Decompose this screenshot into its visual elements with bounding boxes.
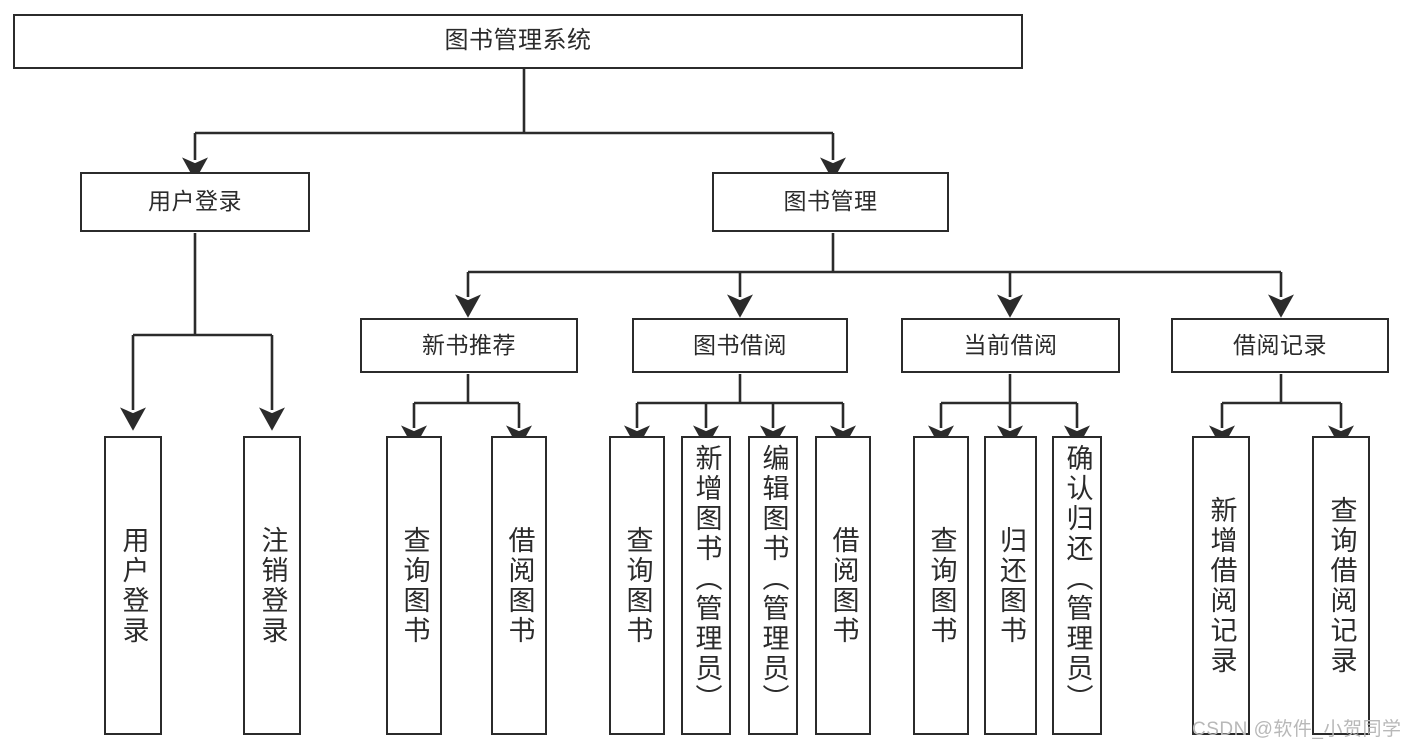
node-root-label: 图书管理系统 xyxy=(444,27,592,55)
leaf-borrow-query-book[interactable]: 查询图书 xyxy=(609,436,665,735)
node-user-login-label: 用户登录 xyxy=(148,188,242,215)
node-current-borrow-label: 当前借阅 xyxy=(963,331,1058,358)
leaf-new-book-borrow-label: 借阅图书 xyxy=(504,525,535,646)
leaf-record-query-label: 查询借阅记录 xyxy=(1326,495,1357,676)
leaf-user-login-logout[interactable]: 注销登录 xyxy=(243,436,301,735)
node-current-borrow[interactable]: 当前借阅 xyxy=(901,318,1120,373)
leaf-borrow-add-book-label: 新增图书（管理员） xyxy=(691,444,722,714)
node-book-borrow[interactable]: 图书借阅 xyxy=(632,318,848,373)
leaf-borrow-borrow-book[interactable]: 借阅图书 xyxy=(815,436,871,735)
leaf-borrow-edit-book-label: 编辑图书（管理员） xyxy=(758,444,789,714)
node-new-book-recommend-label: 新书推荐 xyxy=(422,331,516,358)
node-user-login[interactable]: 用户登录 xyxy=(80,172,310,232)
leaf-borrow-add-book[interactable]: 新增图书（管理员） xyxy=(681,436,731,735)
leaf-current-query-book-label: 查询图书 xyxy=(926,525,957,646)
leaf-current-confirm-return-label: 确认归还（管理员） xyxy=(1062,444,1093,714)
node-new-book-recommend[interactable]: 新书推荐 xyxy=(360,318,578,373)
leaf-current-confirm-return[interactable]: 确认归还（管理员） xyxy=(1052,436,1102,735)
watermark: CSDN @软件_小贺同学 xyxy=(1192,719,1402,740)
leaf-current-query-book[interactable]: 查询图书 xyxy=(913,436,969,735)
leaf-current-return-book-label: 归还图书 xyxy=(996,525,1026,646)
leaf-user-login-logout-label: 注销登录 xyxy=(257,525,288,646)
leaf-user-login-login[interactable]: 用户登录 xyxy=(104,436,162,735)
leaf-new-book-query[interactable]: 查询图书 xyxy=(386,436,442,735)
node-borrow-record[interactable]: 借阅记录 xyxy=(1171,318,1389,373)
leaf-record-add-label: 新增借阅记录 xyxy=(1206,495,1237,676)
leaf-user-login-login-label: 用户登录 xyxy=(118,525,149,646)
leaf-new-book-borrow[interactable]: 借阅图书 xyxy=(491,436,547,735)
node-book-borrow-label: 图书借阅 xyxy=(693,331,787,358)
node-root[interactable]: 图书管理系统 xyxy=(13,14,1023,69)
leaf-record-query[interactable]: 查询借阅记录 xyxy=(1312,436,1370,735)
leaf-borrow-edit-book[interactable]: 编辑图书（管理员） xyxy=(748,436,798,735)
leaf-current-return-book[interactable]: 归还图书 xyxy=(984,436,1037,735)
node-book-management[interactable]: 图书管理 xyxy=(712,172,949,232)
node-book-management-label: 图书管理 xyxy=(783,188,878,215)
leaf-borrow-borrow-book-label: 借阅图书 xyxy=(828,525,859,646)
node-borrow-record-label: 借阅记录 xyxy=(1233,331,1327,358)
leaf-record-add[interactable]: 新增借阅记录 xyxy=(1192,436,1250,735)
leaf-borrow-query-book-label: 查询图书 xyxy=(622,525,653,646)
leaf-new-book-query-label: 查询图书 xyxy=(399,525,430,646)
